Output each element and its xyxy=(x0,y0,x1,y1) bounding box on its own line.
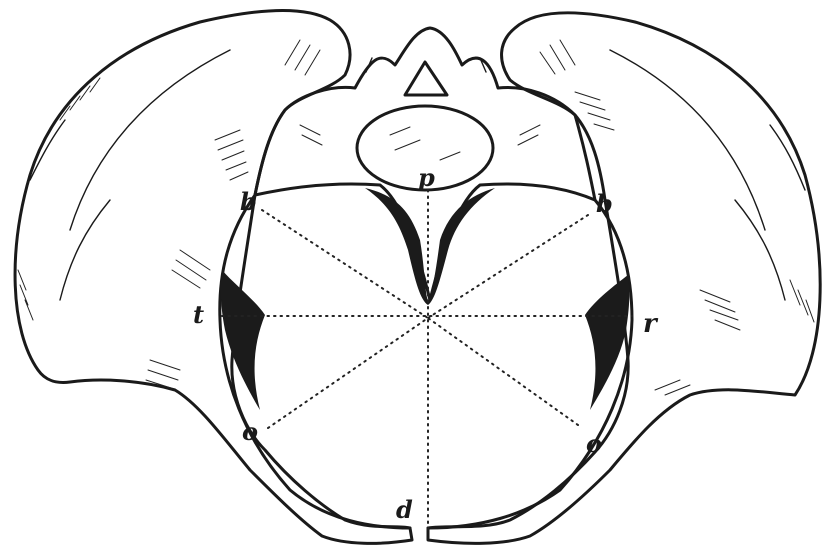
diameter-o-o-left xyxy=(268,318,428,428)
left-ilium xyxy=(15,10,412,543)
label-o-left: o xyxy=(242,417,258,446)
label-d: d xyxy=(396,495,413,524)
diameter-o-o-right xyxy=(428,318,578,425)
labels: p b b t r o o d xyxy=(193,163,659,524)
label-b-right: b xyxy=(596,189,613,218)
label-r: r xyxy=(643,309,659,339)
label-t: t xyxy=(193,300,204,329)
label-p: p xyxy=(418,163,435,192)
label-o-right: o xyxy=(586,429,602,458)
pelvic-inlet xyxy=(220,195,632,528)
label-b-left: b xyxy=(240,187,257,216)
